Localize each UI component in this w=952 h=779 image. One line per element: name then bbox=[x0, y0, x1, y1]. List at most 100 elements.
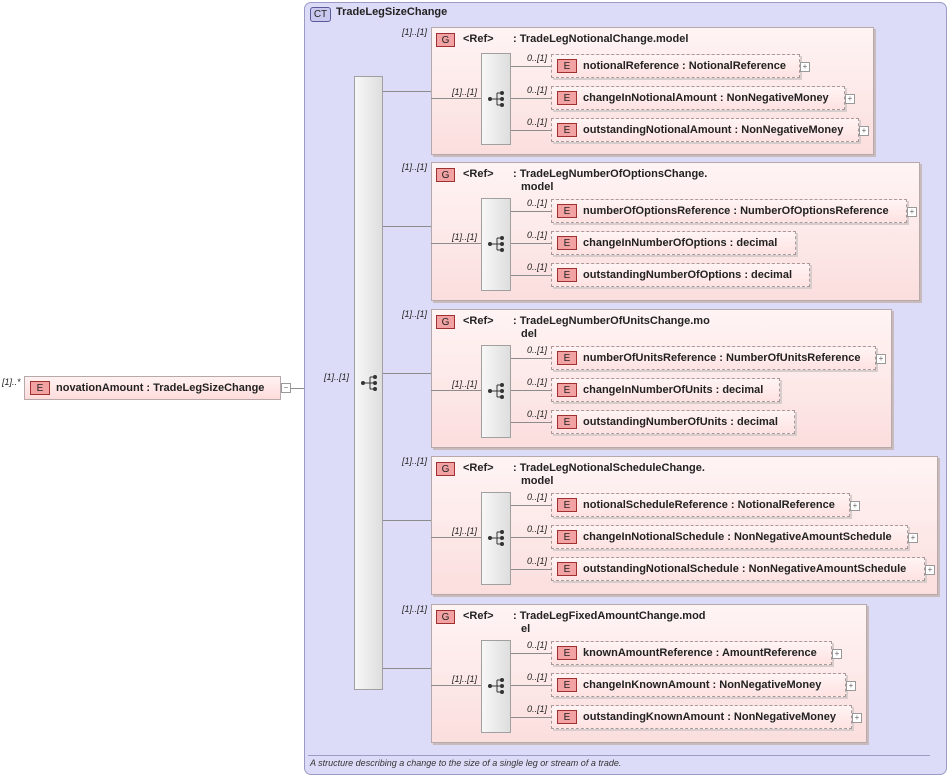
expand-icon[interactable]: + bbox=[876, 354, 886, 364]
group-badge: G bbox=[436, 33, 455, 47]
group-occurrence: [1]..[1] bbox=[402, 309, 428, 319]
sequence-occurrence: [1]..[1] bbox=[452, 379, 478, 389]
element-occurrence: 0..[1] bbox=[527, 230, 548, 240]
group-occurrence: [1]..[1] bbox=[402, 27, 428, 37]
group-ref-label: <Ref> bbox=[463, 315, 494, 327]
expand-icon[interactable]: + bbox=[832, 649, 842, 659]
expand-icon[interactable]: + bbox=[907, 207, 917, 217]
element-occurrence: 0..[1] bbox=[527, 640, 548, 650]
element-label: numberOfUnitsReference : NumberOfUnitsRe… bbox=[583, 352, 861, 364]
sequence-icon bbox=[488, 383, 504, 399]
group-badge: G bbox=[436, 462, 455, 476]
group-connector bbox=[383, 520, 431, 521]
sequence-icon bbox=[488, 91, 504, 107]
group-title: : TradeLegNotionalChange.model bbox=[513, 33, 689, 45]
expand-icon[interactable]: + bbox=[800, 62, 810, 72]
element-badge: E bbox=[557, 498, 577, 512]
element-label: changeInNotionalAmount : NonNegativeMone… bbox=[583, 92, 829, 104]
element-occurrence: 0..[1] bbox=[527, 704, 548, 714]
root-element-label: novationAmount : TradeLegSizeChange bbox=[56, 382, 265, 394]
group-title: : TradeLegNotionalScheduleChange. bbox=[513, 462, 705, 474]
group-badge: G bbox=[436, 168, 455, 182]
expand-icon[interactable]: + bbox=[859, 126, 869, 136]
element-occurrence: 0..[1] bbox=[527, 345, 548, 355]
group-title: : TradeLegNumberOfOptionsChange. bbox=[513, 168, 708, 180]
element-connector bbox=[511, 211, 551, 212]
sequence-icon bbox=[488, 530, 504, 546]
group-occurrence: [1]..[1] bbox=[402, 456, 428, 466]
group-title: : TradeLegFixedAmountChange.mod bbox=[513, 610, 706, 622]
element-badge: E bbox=[557, 646, 577, 660]
group-title-continued: model bbox=[521, 475, 554, 487]
sequence-occurrence: [1]..[1] bbox=[452, 526, 478, 536]
sequence-icon bbox=[488, 236, 504, 252]
element-occurrence: 0..[1] bbox=[527, 377, 548, 387]
sequence-bar bbox=[481, 53, 511, 145]
group-title-continued: del bbox=[521, 328, 537, 340]
element-label: notionalReference : NotionalReference bbox=[583, 60, 786, 72]
description-divider bbox=[308, 755, 930, 756]
element-occurrence: 0..[1] bbox=[527, 556, 548, 566]
element-badge: E bbox=[557, 268, 577, 282]
root-element-novationAmount[interactable]: E novationAmount : TradeLegSizeChange bbox=[24, 376, 281, 400]
expand-icon[interactable]: + bbox=[850, 501, 860, 511]
sequence-connector bbox=[431, 537, 481, 538]
element-connector bbox=[511, 505, 551, 506]
element-label: outstandingNotionalSchedule : NonNegativ… bbox=[583, 563, 907, 575]
element-badge: E bbox=[557, 678, 577, 692]
expand-icon[interactable]: + bbox=[846, 681, 856, 691]
element-badge: E bbox=[30, 381, 50, 395]
element-connector bbox=[511, 243, 551, 244]
sequence-occurrence: [1]..[1] bbox=[452, 87, 478, 97]
group-ref-label: <Ref> bbox=[463, 462, 494, 474]
element-badge: E bbox=[557, 562, 577, 576]
complex-type-name: TradeLegSizeChange bbox=[336, 6, 448, 18]
element-connector bbox=[511, 98, 551, 99]
group-occurrence: [1]..[1] bbox=[402, 162, 428, 172]
group-connector bbox=[383, 226, 431, 227]
element-connector bbox=[511, 130, 551, 131]
collapse-icon[interactable]: − bbox=[281, 383, 291, 393]
expand-icon[interactable]: + bbox=[845, 94, 855, 104]
element-badge: E bbox=[557, 415, 577, 429]
sequence-connector bbox=[431, 243, 481, 244]
expand-icon[interactable]: + bbox=[908, 533, 918, 543]
element-occurrence: 0..[1] bbox=[527, 117, 548, 127]
group-connector bbox=[383, 91, 431, 92]
element-label: outstandingKnownAmount : NonNegativeMone… bbox=[583, 711, 836, 723]
expand-icon[interactable]: + bbox=[852, 713, 862, 723]
element-connector bbox=[511, 717, 551, 718]
element-badge: E bbox=[557, 383, 577, 397]
group-ref-label: <Ref> bbox=[463, 168, 494, 180]
expand-icon[interactable]: + bbox=[925, 565, 935, 575]
group-ref-label: <Ref> bbox=[463, 610, 494, 622]
element-connector bbox=[511, 537, 551, 538]
element-badge: E bbox=[557, 59, 577, 73]
group-badge: G bbox=[436, 315, 455, 329]
element-label: outstandingNumberOfOptions : decimal bbox=[583, 269, 793, 281]
element-badge: E bbox=[557, 710, 577, 724]
element-badge: E bbox=[557, 236, 577, 250]
element-label: knownAmountReference : AmountReference bbox=[583, 647, 817, 659]
element-occurrence: 0..[1] bbox=[527, 198, 548, 208]
group-connector bbox=[383, 373, 431, 374]
element-occurrence: 0..[1] bbox=[527, 53, 548, 63]
group-title: : TradeLegNumberOfUnitsChange.mo bbox=[513, 315, 710, 327]
sequence-icon bbox=[488, 678, 504, 694]
sequence-connector bbox=[431, 685, 481, 686]
